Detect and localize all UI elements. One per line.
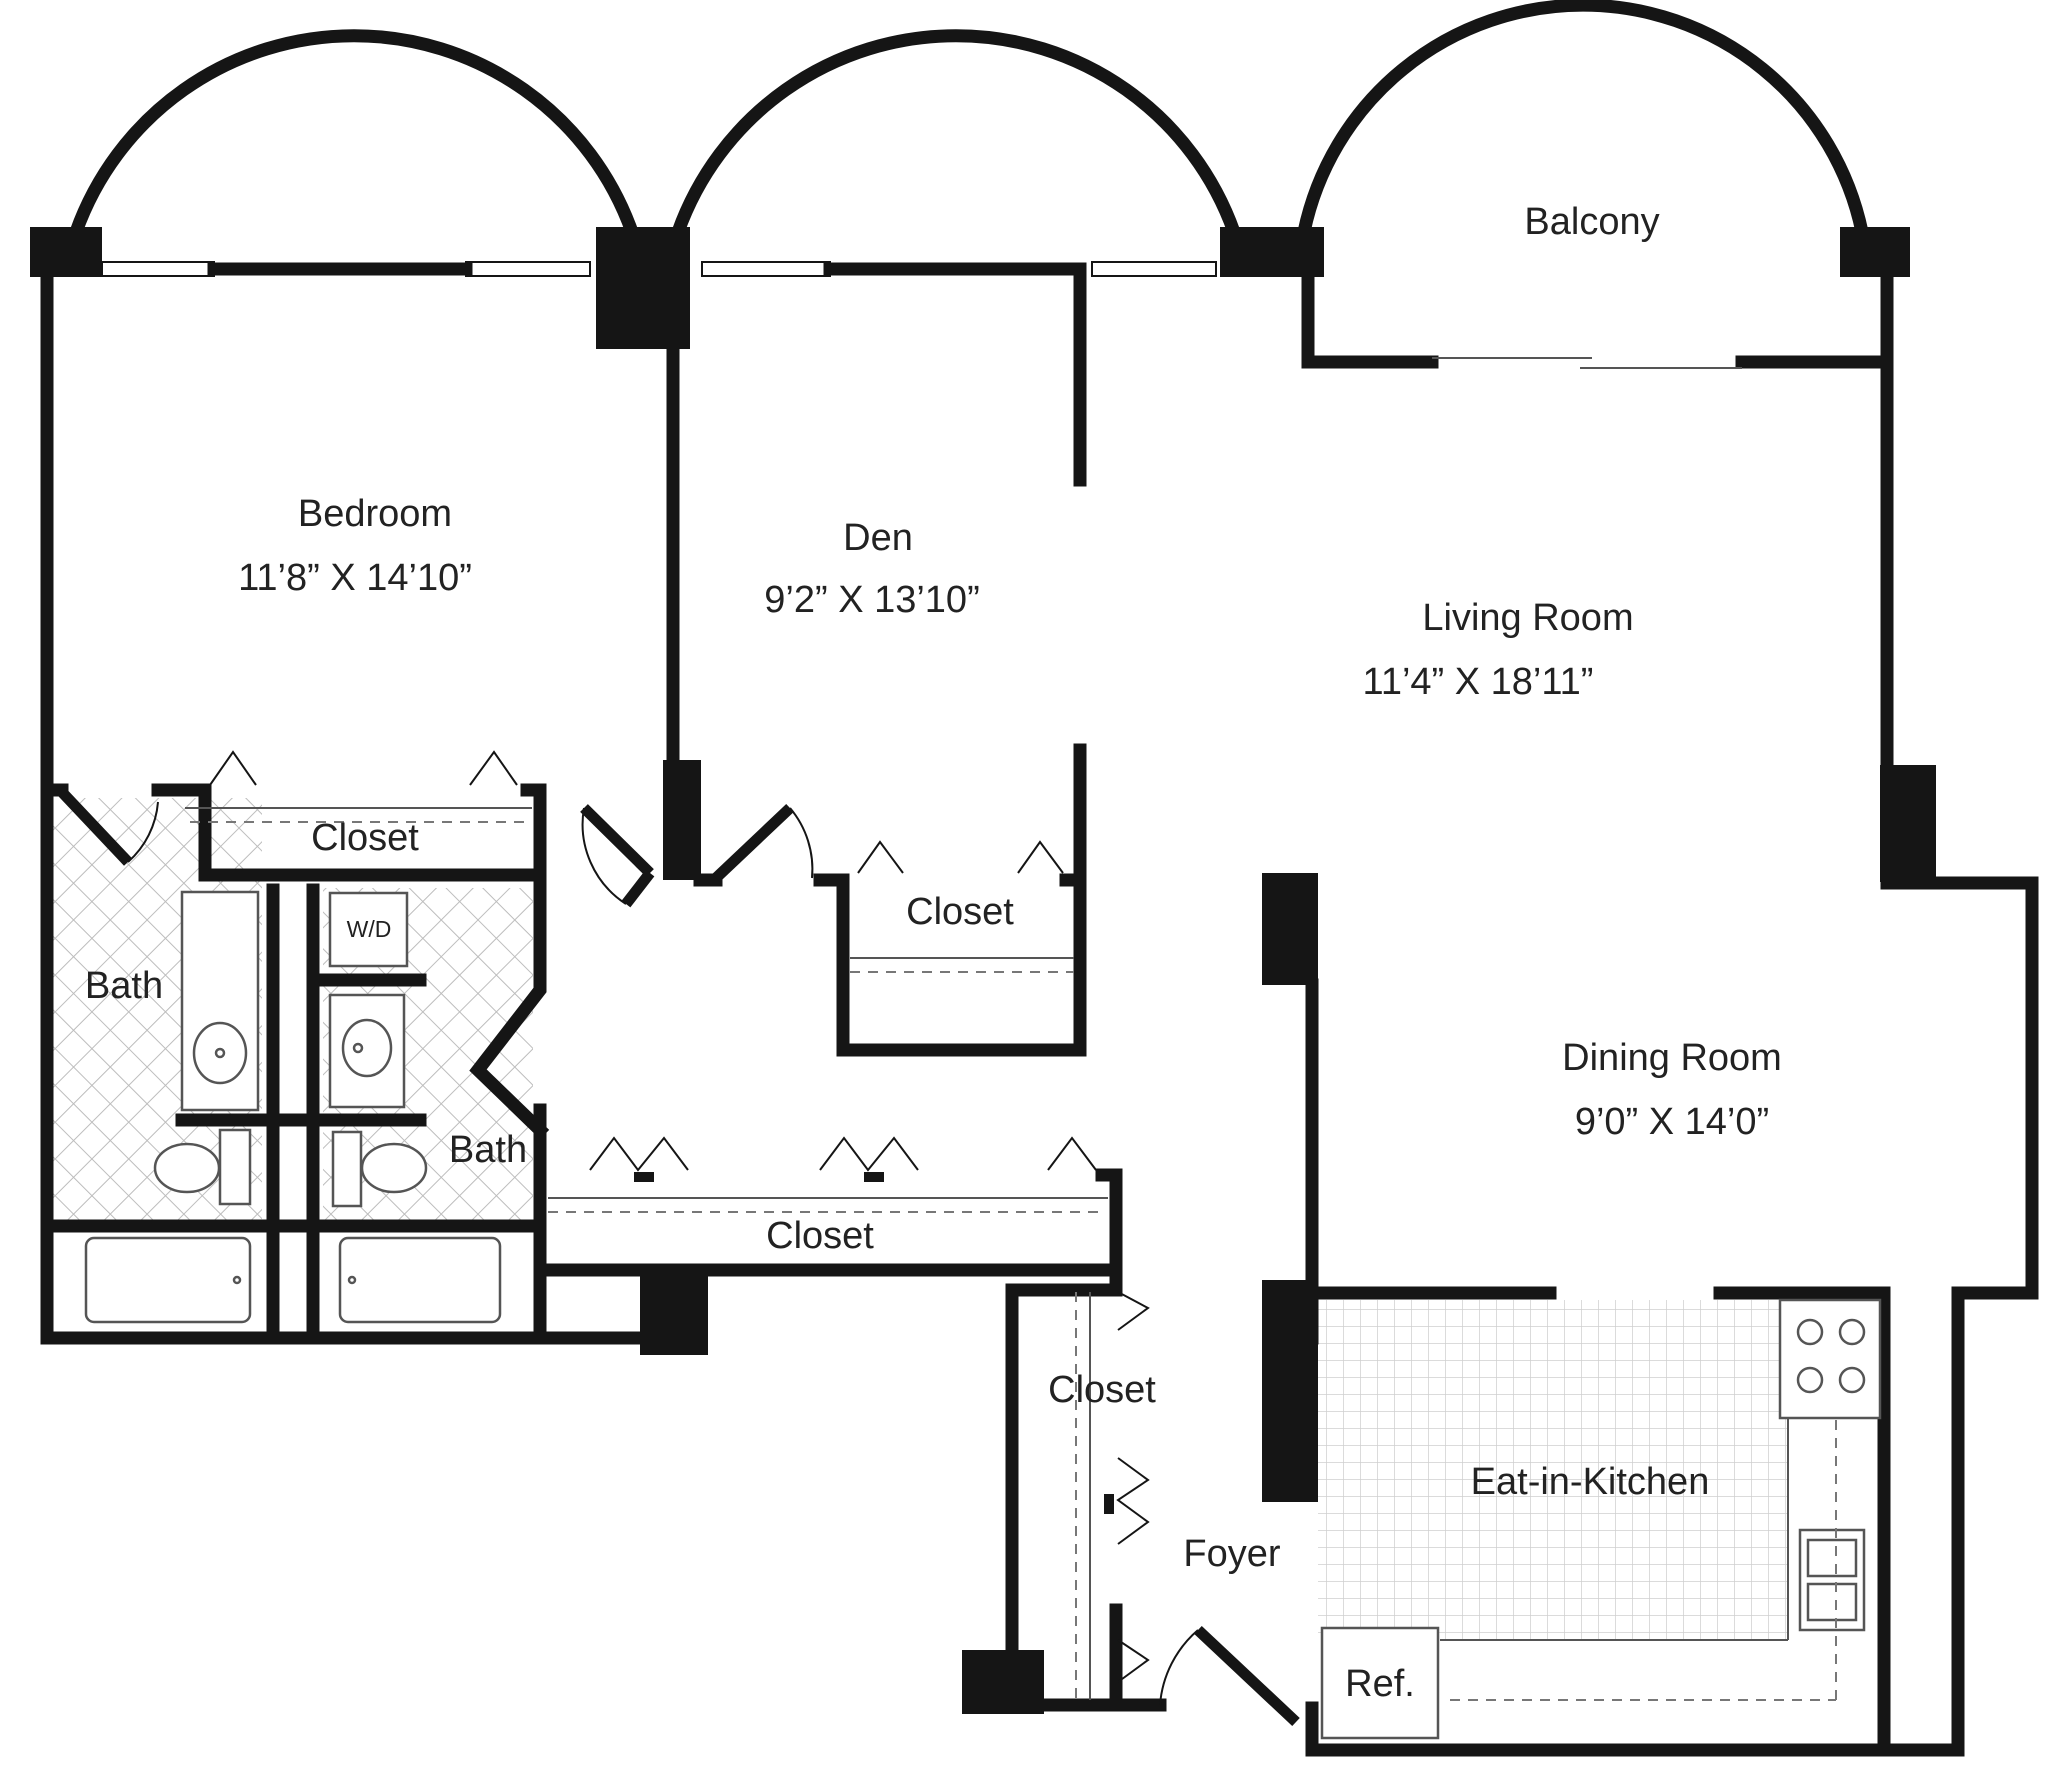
balcony-label: Balcony [1524,201,1659,243]
balcony-door [1301,270,1894,369]
closet-hall-label: Closet [766,1215,874,1257]
bedroom-arch [69,29,639,235]
bath-left-label: Bath [85,965,163,1007]
exterior-walls [40,270,2039,1757]
bath-fixtures [84,890,502,1324]
kitchen-fixtures [1320,1298,1882,1740]
dining-room-size: 9’0” X 14’0” [1575,1101,1769,1143]
bedroom-label: Bedroom [298,493,452,535]
den-size: 9’2” X 13’10” [764,579,979,621]
closet-door-marks [209,750,1150,1683]
refrigerator-label: Ref. [1345,1663,1415,1705]
bedroom-size: 11’8” X 14’10” [238,557,472,599]
den-label: Den [843,517,913,559]
den-arch [671,29,1241,235]
closet-den-label: Closet [906,891,1014,933]
bath-right-label: Bath [449,1129,527,1171]
closet-shelves [185,807,1108,1700]
windows-top [101,261,1217,487]
doors [56,786,1300,1727]
washer-dryer-label: W/D [347,916,392,942]
balcony-arch [1297,0,1869,234]
kitchen-label: Eat-in-Kitchen [1471,1461,1710,1503]
interior-walls [45,342,1891,1712]
living-room-label: Living Room [1422,597,1633,639]
closet-foyer-label: Closet [1048,1369,1156,1411]
dining-room-label: Dining Room [1562,1037,1782,1079]
closet-bedroom-label: Closet [311,817,419,859]
foyer-label: Foyer [1183,1533,1280,1575]
living-room-size: 11’4” X 18’11” [1363,661,1594,703]
kitchen-tile [1318,1300,1788,1640]
